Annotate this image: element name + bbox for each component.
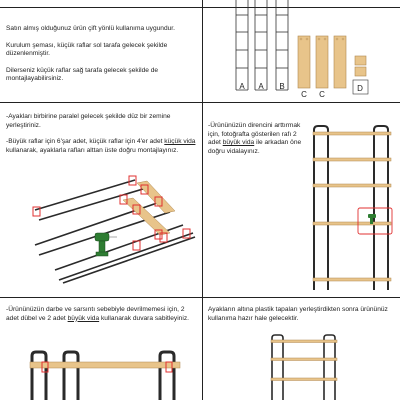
step1-paragraph-2: Kurulum şeması, küçük raflar sol tarafa … [6,41,168,58]
step1-paragraph-3: Dilerseniz küçük raflar sağ tarafa gelec… [6,66,159,83]
row-divider-top [0,7,400,8]
assembly-illustration [32,175,196,284]
row-divider-2 [0,297,400,298]
row-divider-1 [0,102,400,103]
step2-panel: -Ayakları birbirine paralel gelecek şeki… [6,113,196,155]
part-a-leg-2 [254,0,268,91]
drill-icon [94,232,117,257]
step1-paragraph-1: Satın almış olduğunuz ürün çift yönlü ku… [6,25,175,32]
part-label-a-2: A [258,82,264,91]
part-label-c-2: C [319,90,325,99]
part-b-shelf [297,35,311,89]
column-divider [202,0,203,400]
part-b-leg [275,0,289,91]
highlight-box [357,207,393,235]
finished-shelf-illustration [270,334,338,400]
part-label-a-1: A [239,82,245,91]
part-label-c-1: C [301,90,307,99]
step2-paragraph-2: -Büyük raflar için 6'şar adet, küçük raf… [6,138,196,154]
part-d-shelf-1 [354,55,367,66]
part-a-leg-1 [235,0,249,91]
part-label-d: D [357,84,363,93]
step3-panel: -Ürününüzün direncini arttırmak için, fo… [208,122,302,155]
part-label-b: B [279,82,284,91]
step4-panel: -Ürününüzün darbe ve sarsıntı sebebiyle … [6,306,189,322]
part-d-shelf-2 [354,66,367,77]
part-d-label-box [352,79,369,95]
step5-panel: Ayakların altına plastik tapaları yerleş… [208,306,388,322]
step2-paragraph-1: -Ayakları birbirine paralel gelecek şeki… [6,113,171,129]
wall-mount-illustration [29,350,181,400]
part-c-shelf-1 [315,35,329,89]
step1-panel: Satın almış olduğunuz ürün çift yönlü ku… [6,25,196,84]
small-drill-icon [368,214,376,224]
shelf-illustration-tall [312,125,393,290]
large-screw-link-step3: büyük vida [222,139,255,147]
parts-illustration: A A B C C D [235,0,369,99]
large-screw-link-step4: büyük vida [67,314,100,322]
part-c-shelf-2 [333,35,347,89]
small-screw-link: küçük vida [164,138,196,146]
